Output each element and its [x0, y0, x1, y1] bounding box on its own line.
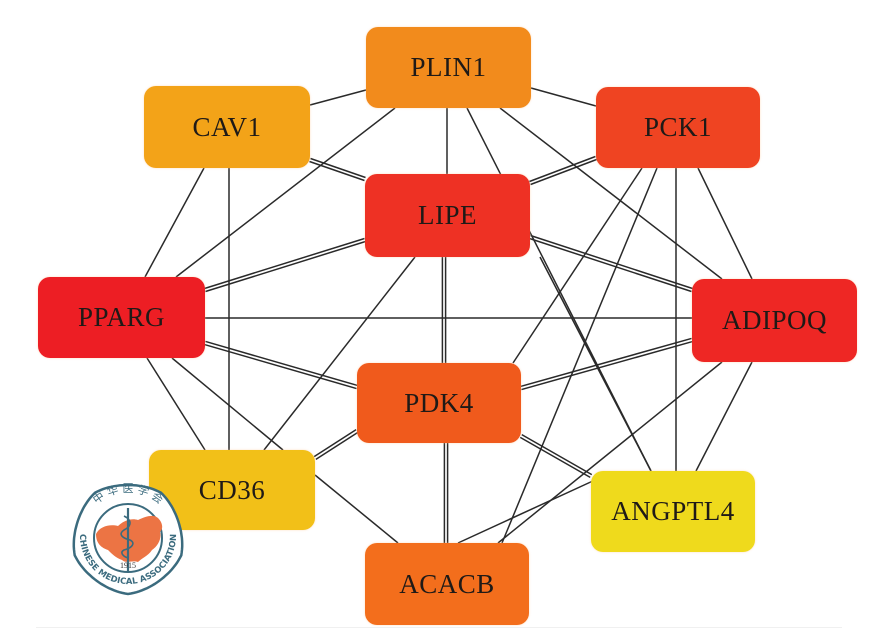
edge-line — [521, 433, 593, 476]
edge-cav1-plin1 — [309, 89, 367, 106]
serpent-icon — [120, 515, 134, 559]
edge-lipe-angptl4 — [539, 256, 652, 472]
node-label: PLIN1 — [410, 52, 487, 82]
edge-pparg-pdk4 — [204, 340, 358, 390]
bottom-divider — [36, 627, 842, 628]
edge-line — [521, 340, 693, 391]
node-label: ANGPTL4 — [611, 496, 735, 526]
node-label: PPARG — [77, 302, 166, 332]
edge-line — [530, 234, 693, 290]
edge-line — [529, 237, 692, 293]
edge-line — [313, 429, 357, 458]
edge-plin1-pck1 — [530, 87, 597, 107]
edge-line — [175, 107, 396, 278]
edge-pck1-acacb — [501, 167, 658, 544]
node-label: ACACB — [399, 568, 495, 599]
chinese-medical-association-logo-icon: 1915 中 华 医 学 会 CHINESE MEDICAL ASSOCIATI… — [72, 482, 184, 596]
logo-year: 1915 — [120, 561, 136, 570]
edge-line — [539, 256, 652, 472]
edge-angptl4-acacb — [457, 479, 596, 544]
edge-line — [497, 361, 723, 544]
edge-line — [205, 340, 358, 387]
node-pck1[interactable]: PCK1 — [596, 87, 760, 168]
edge-line — [697, 167, 753, 280]
edge-pck1-pdk4 — [512, 167, 643, 364]
edge-line — [695, 361, 753, 472]
edge-pck1-lipe — [529, 155, 597, 186]
edge-line — [204, 343, 357, 390]
edge-adipoq-angptl4 — [695, 361, 753, 472]
node-acacb[interactable]: ACACB — [365, 543, 529, 625]
edge-line — [512, 167, 643, 364]
edge-line — [171, 357, 284, 451]
edge-line — [314, 474, 399, 544]
edge-line — [501, 167, 658, 544]
edge-plin1-adipoq — [499, 107, 723, 280]
edge-line — [315, 431, 359, 460]
edge-adipoq-pdk4 — [520, 337, 693, 391]
edge-line — [310, 157, 366, 179]
node-cav1[interactable]: CAV1 — [144, 86, 310, 168]
edge-line — [309, 89, 367, 106]
edge-lipe-pparg — [204, 237, 366, 293]
edge-line — [530, 158, 597, 186]
edge-cav1-lipe — [309, 157, 366, 182]
node-label: LIPE — [418, 200, 477, 230]
edge-pparg-cd36 — [146, 357, 206, 451]
node-label: PCK1 — [643, 112, 713, 142]
edge-line — [530, 87, 597, 107]
edge-cav1-pparg — [144, 167, 205, 278]
edge-line — [529, 155, 596, 183]
edge-plin1-pparg — [175, 107, 396, 278]
edge-line — [146, 357, 206, 451]
edge-line — [263, 256, 416, 451]
edge-line — [205, 240, 366, 293]
edge-pdk4-cd36 — [313, 429, 359, 460]
node-label: CAV1 — [192, 111, 262, 142]
node-angptl4[interactable]: ANGPTL4 — [591, 471, 755, 552]
edge-line — [204, 237, 365, 290]
node-pdk4[interactable]: PDK4 — [357, 363, 521, 443]
node-adipoq[interactable]: ADIPOQ — [692, 279, 857, 362]
edge-cd36-acacb — [314, 474, 399, 544]
node-pparg[interactable]: PPARG — [38, 277, 205, 358]
edge-pck1-adipoq — [697, 167, 753, 280]
edge-lipe-adipoq — [529, 234, 693, 293]
edge-line — [499, 107, 723, 280]
node-label: ADIPOQ — [721, 305, 827, 335]
edge-pparg-acacb — [171, 357, 284, 451]
node-cd36[interactable]: CD36 — [149, 450, 315, 530]
edge-line — [144, 167, 205, 278]
edge-pdk4-acacb — [443, 443, 449, 543]
edge-line — [519, 436, 591, 479]
edge-line — [457, 479, 596, 544]
edge-lipe-pdk4 — [441, 257, 447, 363]
node-label: CD36 — [198, 474, 266, 505]
edge-line — [309, 160, 365, 182]
edge-lipe-cd36 — [263, 256, 416, 451]
node-label: PDK4 — [404, 387, 474, 418]
edge-adipoq-acacb — [497, 361, 723, 544]
node-plin1[interactable]: PLIN1 — [366, 27, 531, 108]
edge-line — [520, 337, 692, 388]
edge-pdk4-angptl4 — [519, 433, 593, 479]
node-lipe[interactable]: LIPE — [365, 174, 530, 257]
